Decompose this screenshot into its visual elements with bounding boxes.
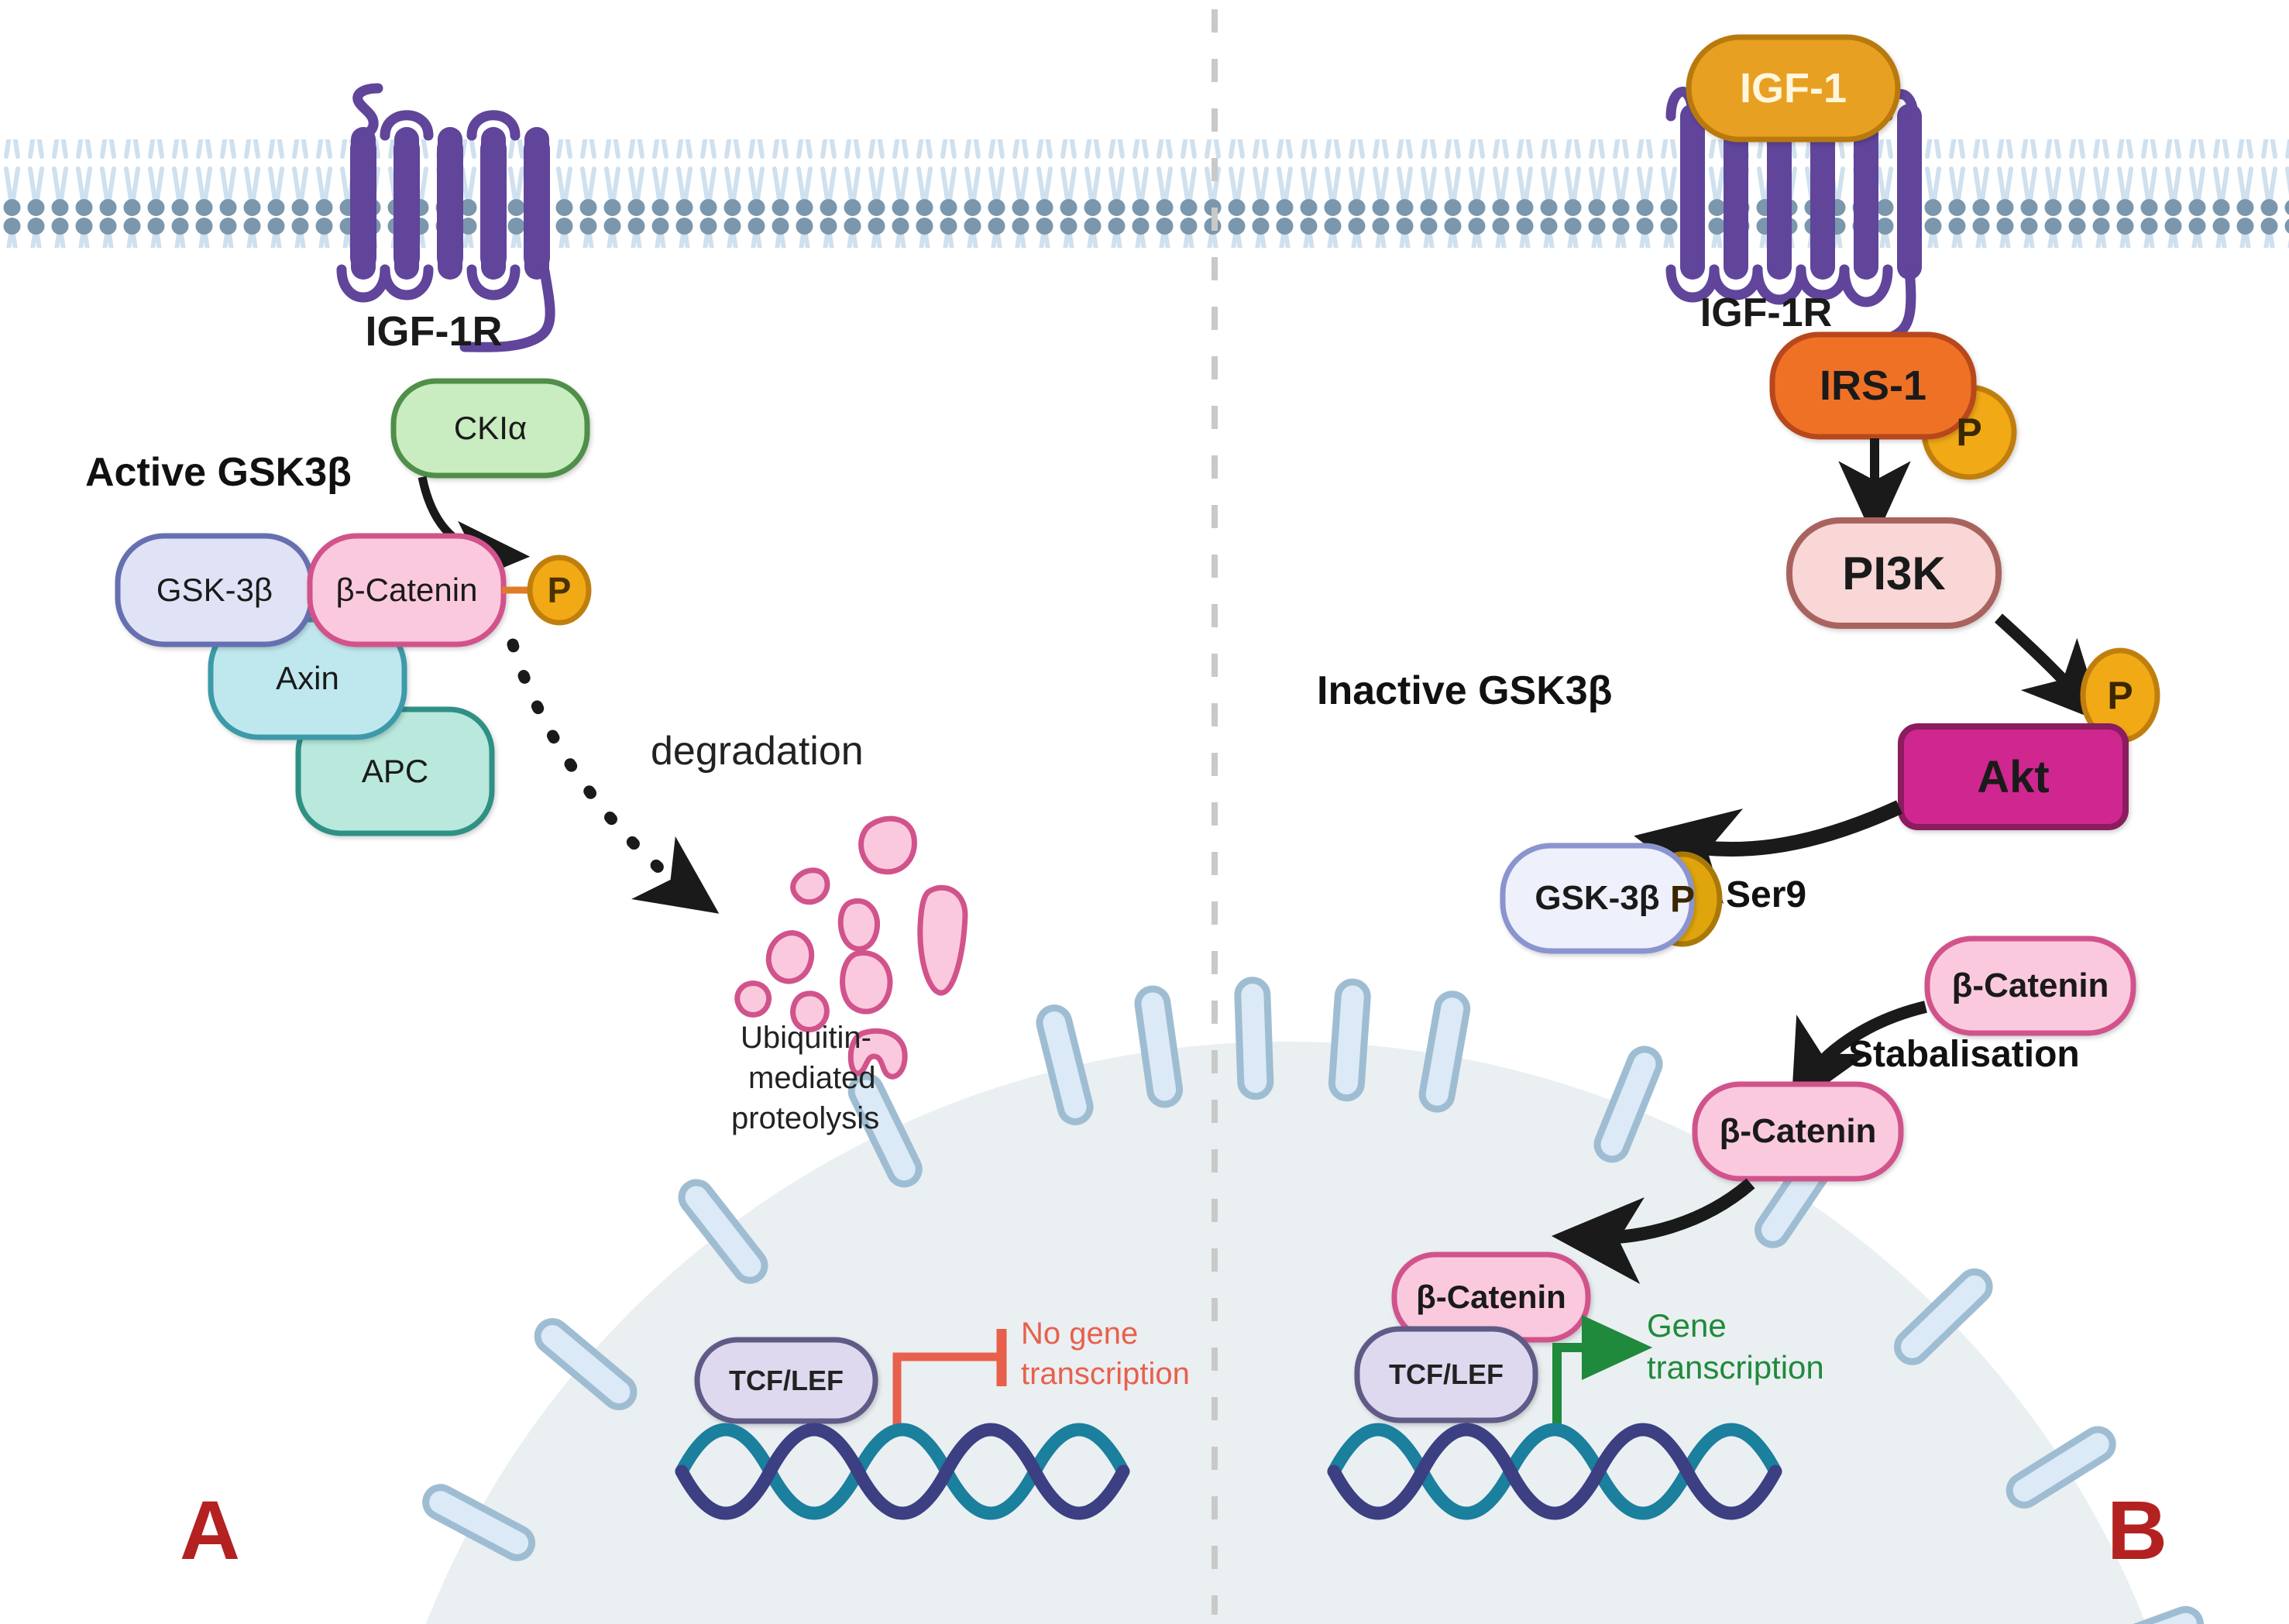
pi3k-to-akt-arrow [1994, 613, 2104, 723]
panel-letter-b: B [2107, 1483, 2167, 1577]
nucleus-left-group [675, 1329, 1130, 1520]
akt-to-gsk3b-arrow [1634, 800, 1902, 904]
gsk3b-inactive-node [1500, 843, 1723, 954]
igf1-ligand [1686, 34, 1901, 142]
stabilisation-label: Stabalisation [1848, 1034, 2080, 1075]
active-gsk3b-label: Active GSK3β [85, 450, 352, 495]
ckia-node [390, 378, 590, 479]
proteolysis-label-line1: Ubiquitin- [741, 1021, 871, 1055]
degradation-dotted-arrow [507, 638, 720, 914]
degradation-label: degradation [651, 729, 864, 774]
pi3k-node [1786, 517, 2002, 629]
no-gene-transcription-line1: No gene [1021, 1317, 1139, 1351]
bcatenin-to-nucleus-arrow [1551, 1178, 1755, 1285]
gene-transcription-line1: Gene [1647, 1307, 1727, 1344]
proteolysis-label-line2: mediated [748, 1061, 876, 1095]
gene-transcription-line2: transcription [1647, 1349, 1824, 1385]
panel-letter-a: A [180, 1483, 240, 1577]
plasma-membrane [0, 139, 2289, 248]
bcatenin-free-node [1924, 936, 2136, 1036]
proteolysis-label-line3: proteolysis [731, 1101, 880, 1135]
irs1-node [1769, 331, 2017, 480]
no-gene-transcription-line2: transcription [1021, 1357, 1190, 1391]
destruction-complex [115, 533, 592, 836]
stabilisation-arrow [1791, 1001, 1927, 1110]
nucleus-right-group [1327, 1251, 1782, 1520]
igf1r-receptor-panel-a [336, 83, 555, 352]
ser9-label: Ser9 [1726, 874, 1807, 915]
nucleus [422, 977, 2204, 1624]
bcatenin-stabilised-node [1692, 1081, 1904, 1182]
akt-node [1898, 647, 2160, 830]
inactive-gsk3b-label: Inactive GSK3β [1317, 668, 1613, 713]
proteolysis-fragments [734, 815, 968, 1080]
